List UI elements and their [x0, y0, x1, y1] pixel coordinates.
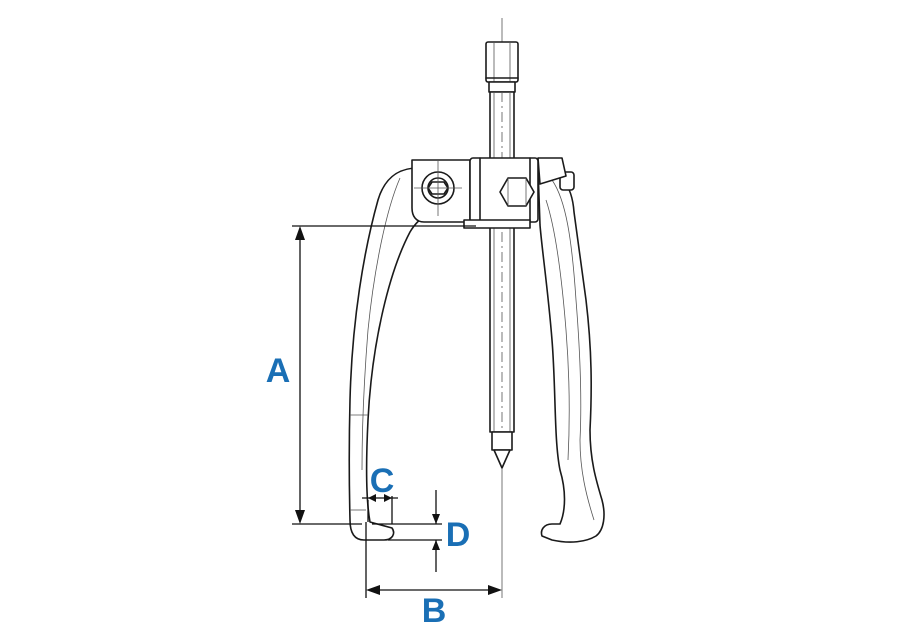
dimension-a	[292, 225, 476, 525]
label-a: A	[266, 352, 291, 390]
label-d: D	[446, 516, 471, 554]
spindle	[485, 18, 519, 598]
dimension-b	[365, 522, 502, 598]
dimension-d	[372, 490, 442, 572]
right-leg	[537, 167, 605, 543]
label-c: C	[370, 462, 395, 500]
label-b: B	[422, 592, 447, 630]
crosshead	[411, 157, 567, 229]
left-leg	[348, 167, 471, 541]
dimension-c	[362, 494, 398, 524]
